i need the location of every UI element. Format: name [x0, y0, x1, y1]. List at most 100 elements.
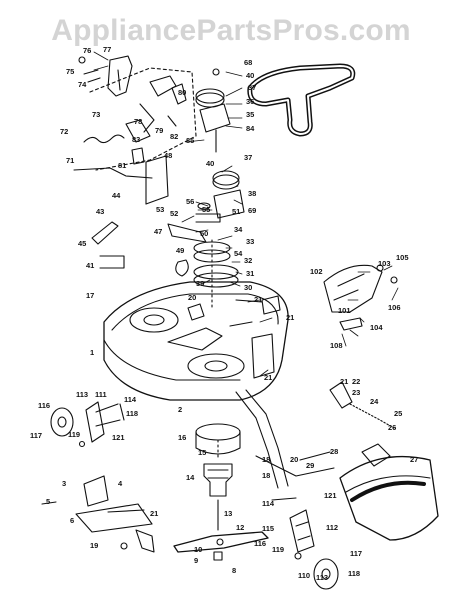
front-link-bar: [41, 475, 155, 553]
part-label-p52: 52: [170, 209, 178, 218]
discharge-chute: [339, 443, 439, 541]
part-label-p54: 54: [234, 249, 243, 258]
part-label-p105: 105: [396, 253, 409, 262]
part-label-p18b: 18: [262, 471, 270, 480]
part-label-p53: 53: [156, 205, 164, 214]
part-label-p50: 50: [200, 229, 208, 238]
part-label-p44: 44: [112, 191, 121, 200]
part-label-p23: 23: [352, 388, 360, 397]
part-label-p115: 115: [262, 524, 274, 533]
part-label-p79: 79: [155, 126, 163, 135]
part-label-p119a: 119: [68, 430, 80, 439]
part-label-p73: 73: [92, 110, 100, 119]
part-label-p24: 24: [370, 397, 379, 406]
part-label-p8: 8: [232, 566, 236, 575]
part-label-p37b: 37: [244, 153, 252, 162]
part-label-p21b: 21: [286, 313, 294, 322]
deflector-shield: [323, 264, 398, 331]
part-label-p83: 83: [132, 135, 140, 144]
part-label-p21c: 21: [264, 373, 272, 382]
part-label-p112: 112: [326, 523, 338, 532]
part-label-p113b: 113: [316, 573, 328, 582]
part-label-p116a: 116: [38, 401, 50, 410]
spindle-and-blade: [173, 423, 269, 561]
part-label-p40b: 40: [206, 159, 214, 168]
part-label-p56: 56: [186, 197, 194, 206]
part-label-p31: 31: [246, 269, 254, 278]
part-label-p2: 2: [178, 405, 182, 414]
part-label-p68: 68: [244, 58, 252, 67]
part-label-p113a: 113: [76, 390, 88, 399]
part-label-p4: 4: [118, 479, 123, 488]
part-label-p121b: 121: [324, 491, 337, 500]
part-label-p39: 39: [196, 279, 204, 288]
part-label-p19: 19: [90, 541, 98, 550]
left-gauge-wheel: [50, 401, 125, 448]
belt-guide-tool: [247, 63, 356, 137]
mower-deck: [103, 281, 289, 401]
part-label-p116b: 116: [254, 539, 266, 548]
leader-lines: [93, 51, 399, 377]
part-label-p6: 6: [70, 516, 74, 525]
part-label-p51: 51: [232, 207, 240, 216]
part-label-p80: 80: [178, 88, 186, 97]
part-label-p22: 22: [352, 377, 360, 386]
part-label-p41: 41: [86, 261, 94, 270]
part-label-p40a: 40: [246, 71, 254, 80]
part-label-p118b: 118: [348, 569, 360, 578]
part-label-p29: 29: [306, 461, 314, 470]
part-label-p81: 81: [118, 161, 126, 170]
part-label-p45: 45: [78, 239, 86, 248]
part-label-p35: 35: [246, 110, 254, 119]
part-label-p108: 108: [330, 341, 343, 350]
part-label-p117a: 117: [30, 431, 42, 440]
part-label-p106: 106: [388, 303, 401, 312]
part-label-p114a: 114: [124, 395, 137, 404]
linkage-brackets: [73, 55, 197, 269]
part-label-p85: 85: [186, 136, 194, 145]
part-label-p36: 36: [246, 97, 254, 106]
part-label-p55: 55: [202, 205, 210, 214]
idler-pulleys: [167, 68, 245, 311]
part-label-p82: 82: [170, 132, 178, 141]
part-label-p43: 43: [96, 207, 104, 216]
part-label-p20b: 20: [290, 455, 298, 464]
part-label-p74: 74: [78, 80, 87, 89]
part-label-p16: 16: [178, 433, 186, 442]
part-label-p118a: 118: [126, 409, 138, 418]
part-label-p78: 78: [134, 117, 142, 126]
part-label-p28: 28: [330, 447, 338, 456]
part-label-p104: 104: [370, 323, 383, 332]
part-label-p111: 111: [95, 390, 107, 399]
part-label-p84: 84: [246, 124, 255, 133]
part-label-p27: 27: [410, 455, 418, 464]
part-label-p103: 103: [378, 259, 391, 268]
right-gauge-wheel: [271, 497, 339, 590]
part-label-p38: 38: [248, 189, 256, 198]
part-label-p114b: 114: [262, 499, 275, 508]
part-label-p69: 69: [248, 206, 256, 215]
part-label-p102: 102: [310, 267, 323, 276]
part-label-p37a: 37: [248, 83, 256, 92]
part-label-p25: 25: [394, 409, 402, 418]
part-label-p18a: 18: [262, 455, 270, 464]
part-label-p17: 17: [86, 291, 94, 300]
part-label-p119b: 119: [272, 545, 284, 554]
part-label-p71: 71: [66, 156, 74, 165]
part-label-p34: 34: [234, 225, 243, 234]
part-label-p20: 20: [188, 293, 196, 302]
part-label-p30: 30: [244, 283, 252, 292]
part-label-p10: 10: [194, 545, 202, 554]
part-label-p77: 77: [103, 45, 111, 54]
part-label-p26: 26: [388, 423, 396, 432]
part-label-p21a: 21: [254, 295, 262, 304]
part-label-p13: 13: [224, 509, 232, 518]
part-label-p117b: 117: [350, 549, 362, 558]
part-label-p110: 110: [298, 571, 310, 580]
part-label-p48: 48: [164, 151, 172, 160]
part-label-p72: 72: [60, 127, 68, 136]
part-label-p21d: 21: [340, 377, 348, 386]
